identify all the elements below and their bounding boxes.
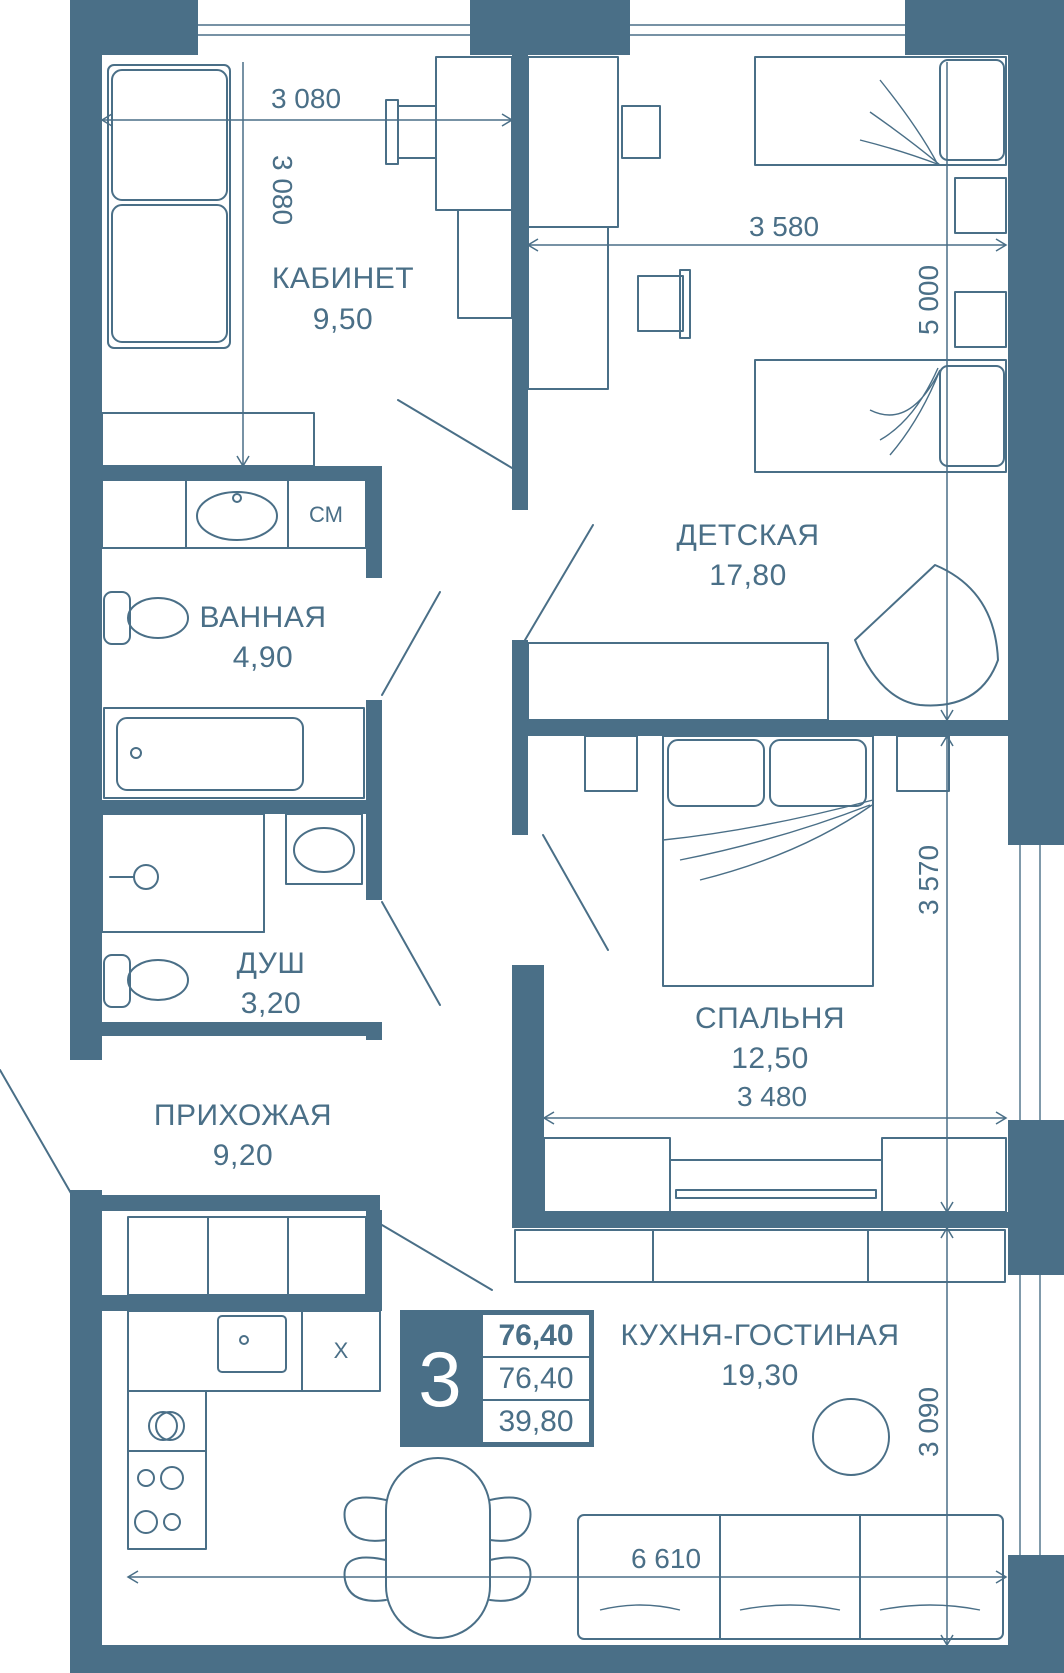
bedroom-furniture (543, 735, 1007, 1213)
dimension-lines (100, 62, 1008, 1647)
dim-office-width: 3 080 (271, 83, 341, 114)
shower-furniture (101, 813, 363, 1008)
room-name-kitchen: КУХНЯ-ГОСТИНАЯ (621, 1319, 900, 1352)
office-furniture (101, 56, 513, 467)
room-name-kids: ДЕТСКАЯ (677, 519, 820, 552)
room-area-shower: 3,20 (241, 987, 301, 1020)
room-name-bedroom: СПАЛЬНЯ (695, 1002, 845, 1035)
room-name-office: КАБИНЕТ (272, 262, 414, 295)
dim-bedroom-width: 3 480 (737, 1081, 807, 1112)
doors (0, 399, 609, 1291)
room-area-bath: 4,90 (233, 641, 293, 674)
kids-furniture (527, 56, 1007, 721)
room-name-hall: ПРИХОЖАЯ (154, 1099, 332, 1132)
dim-office-height: 3 080 (267, 155, 298, 225)
room-name-shower: ДУШ (237, 947, 306, 980)
dimension-labels: 3 080 3 080 3 580 5 000 3 480 3 570 3 09… (250, 80, 944, 1574)
dim-kids-height: 5 000 (913, 265, 944, 335)
dim-kids-width: 3 580 (749, 211, 819, 242)
total-area: 76,40 (498, 1319, 573, 1352)
walls (70, 0, 1064, 1673)
dim-bedroom-height: 3 570 (913, 845, 944, 915)
area-summary: 3 76,40 76,40 39,80 (400, 1310, 594, 1447)
living-area: 39,80 (498, 1405, 573, 1438)
room-area-kids: 17,80 (709, 559, 787, 592)
rooms-count: 3 (418, 1335, 461, 1423)
room-area-hall: 9,20 (213, 1139, 273, 1172)
area-2: 76,40 (498, 1362, 573, 1395)
room-labels: КАБИНЕТ 9,50 ДЕТСКАЯ 17,80 ВАННАЯ 4,90 Д… (154, 262, 900, 1392)
room-name-bath: ВАННАЯ (199, 601, 326, 634)
fridge-label: Х (334, 1338, 349, 1363)
room-area-office: 9,50 (313, 303, 373, 336)
dim-kitchen-width: 6 610 (631, 1543, 701, 1574)
room-area-bedroom: 12,50 (731, 1042, 809, 1075)
room-area-kitchen: 19,30 (721, 1359, 799, 1392)
dim-kitchen-height: 3 090 (913, 1387, 944, 1457)
bath-furniture (101, 479, 367, 799)
washer-label: СМ (309, 502, 343, 527)
